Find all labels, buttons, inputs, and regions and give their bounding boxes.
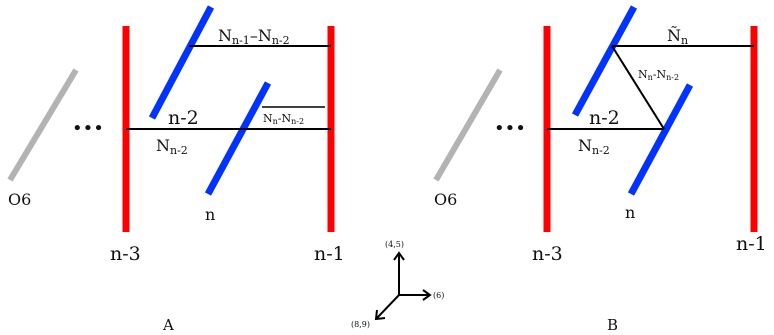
blue-brane-upper-a [148,5,215,120]
blue-lower-label-a: n [205,205,215,224]
red-label-n1-b: n-1 [736,233,767,255]
axis-right-label: (6) [433,291,444,300]
middle-above-label-a: n-2 [168,107,199,129]
red-label-n3-a: n-3 [110,243,141,265]
panel-b: O6 ••• n-3 n-1 n Ñn Nn-Nn-2 n-2 Nn-2 B [433,5,767,334]
middle-below-label-a: Nn-2 [156,136,188,157]
middle-below-label-b: Nn-2 [578,136,610,157]
red-label-n1-a: n-1 [314,243,345,265]
axes-indicator: (4,5) (6) (8,9) [351,240,444,329]
axis-up-arrowhead [393,251,405,261]
blue-brane-lower-a [204,81,272,196]
overline-label-a: Nn-Nn-2 [263,112,304,126]
axis-up-label: (4,5) [385,240,404,249]
axis-down-left-arrowhead [374,309,386,321]
red-label-n3-b: n-3 [532,243,563,265]
o6-label-a: O6 [8,190,31,209]
o6-plane-a [7,68,79,182]
blue-brane-lower-b [627,83,694,196]
axis-down-left-label: (8,9) [351,320,370,329]
top-line-label-a: Nn-1–Nn-2 [218,26,290,47]
panel-a: O6 ••• n-3 n-1 n Nn-1–Nn-2 n-2 Nn-2 Nn-N… [7,5,345,334]
axis-right-arrowhead [422,289,432,301]
caption-a: A [162,316,174,334]
top-line-label-b: Ñn [667,25,688,47]
o6-plane-b [433,68,503,182]
dots-b: ••• [494,118,526,139]
blue-lower-label-b: n [625,203,635,222]
blue-brane-upper-b [571,5,638,117]
diagonal-label-b: Nn-Nn-2 [638,68,679,82]
diagonal-line-b [611,45,665,130]
dots-a: ••• [72,118,104,139]
caption-b: B [607,316,618,334]
o6-label-b: O6 [434,190,457,209]
middle-above-label-b: n-2 [589,107,620,129]
axis-down-left [376,294,400,319]
